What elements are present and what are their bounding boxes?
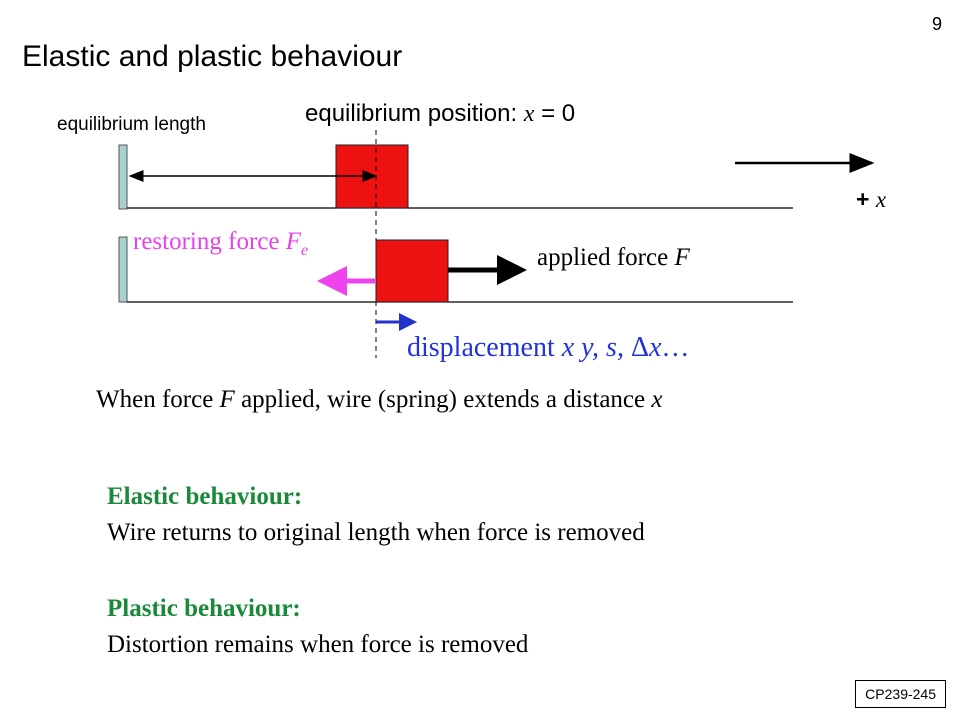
equilibrium-position-prefix: equilibrium position: <box>305 100 524 127</box>
wall-top <box>118 144 128 210</box>
plastic-text: Distortion remains when force is removed <box>107 631 529 658</box>
displacement-label: displacement x y, s, Δx… <box>407 332 689 364</box>
applied-force-var: F <box>674 244 690 271</box>
axis-sign: + <box>856 186 876 212</box>
restoring-force-text: restoring force <box>133 228 286 255</box>
wall-bottom <box>118 236 128 303</box>
elastic-heading: Elastic behaviour: <box>107 483 303 510</box>
displacement-delta-var: x <box>648 332 662 363</box>
applied-force-text: applied force <box>537 244 675 271</box>
slide-title: Elastic and plastic behaviour <box>22 40 403 73</box>
restoring-force-sub: e <box>301 242 309 259</box>
block-bottom <box>375 239 449 303</box>
statement-part-2: applied, wire (spring) extends a distanc… <box>234 386 652 413</box>
statement-text: When force F applied, wire (spring) exte… <box>96 386 662 414</box>
slide-number: 9 <box>931 14 942 34</box>
course-code-badge: CP239-245 <box>855 680 946 708</box>
plastic-heading: Plastic behaviour: <box>107 595 301 622</box>
axis-var: x <box>875 187 887 212</box>
restoring-force-var: F <box>285 228 301 255</box>
equilibrium-position-var: x <box>523 101 535 127</box>
axis-label: + x <box>856 186 886 213</box>
elastic-text: Wire returns to original length when for… <box>107 519 645 546</box>
statement-var-1: F <box>219 386 235 413</box>
displacement-ellipsis: … <box>661 332 690 363</box>
equilibrium-length-label: equilibrium length <box>57 114 206 135</box>
equilibrium-position-suffix: = 0 <box>534 100 576 127</box>
equilibrium-position-label: equilibrium position: x = 0 <box>305 100 575 128</box>
displacement-delta: Δ <box>630 332 649 363</box>
displacement-vars: x y, s, <box>561 332 631 363</box>
statement-var-2: x <box>651 386 663 413</box>
restoring-force-label: restoring force Fe <box>133 228 308 260</box>
displacement-text: displacement <box>407 332 562 363</box>
statement-part-1: When force <box>96 386 220 413</box>
applied-force-label: applied force F <box>537 244 690 272</box>
